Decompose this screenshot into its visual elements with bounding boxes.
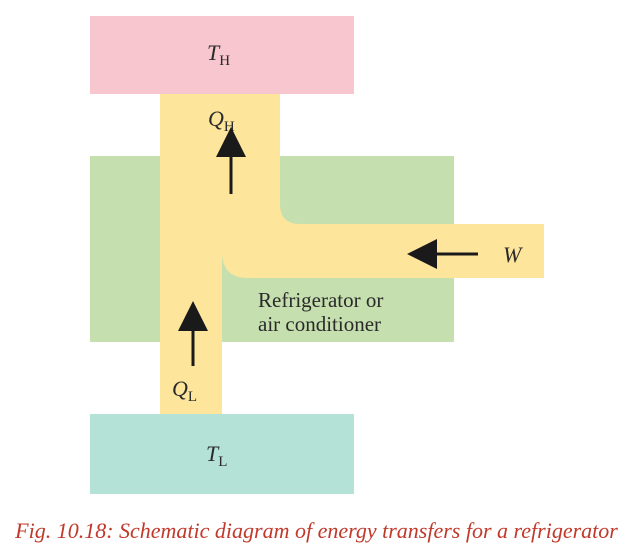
cold-reservoir-box (90, 414, 354, 494)
heat-out-subscript: H (224, 119, 235, 135)
energy-flow-path (160, 94, 544, 414)
heat-in-label: QL (172, 376, 197, 405)
figure-caption: Fig. 10.18: Schematic diagram of energy … (15, 518, 618, 543)
heat-in-subscript: L (188, 389, 197, 405)
hot-reservoir-symbol: T (207, 40, 221, 65)
heat-out-symbol: Q (208, 106, 224, 131)
hot-reservoir-subscript: H (219, 53, 230, 69)
cold-reservoir-symbol: T (206, 441, 220, 466)
hot-reservoir-box (90, 16, 354, 94)
device-label-line1: Refrigerator or (258, 288, 383, 312)
hot-reservoir-label: TH (207, 40, 230, 69)
heat-in-symbol: Q (172, 376, 188, 401)
cold-reservoir-subscript: L (218, 454, 227, 470)
cold-reservoir-label: TL (206, 441, 227, 470)
work-label: W (503, 242, 523, 267)
device-label-line2: air conditioner (258, 312, 381, 336)
